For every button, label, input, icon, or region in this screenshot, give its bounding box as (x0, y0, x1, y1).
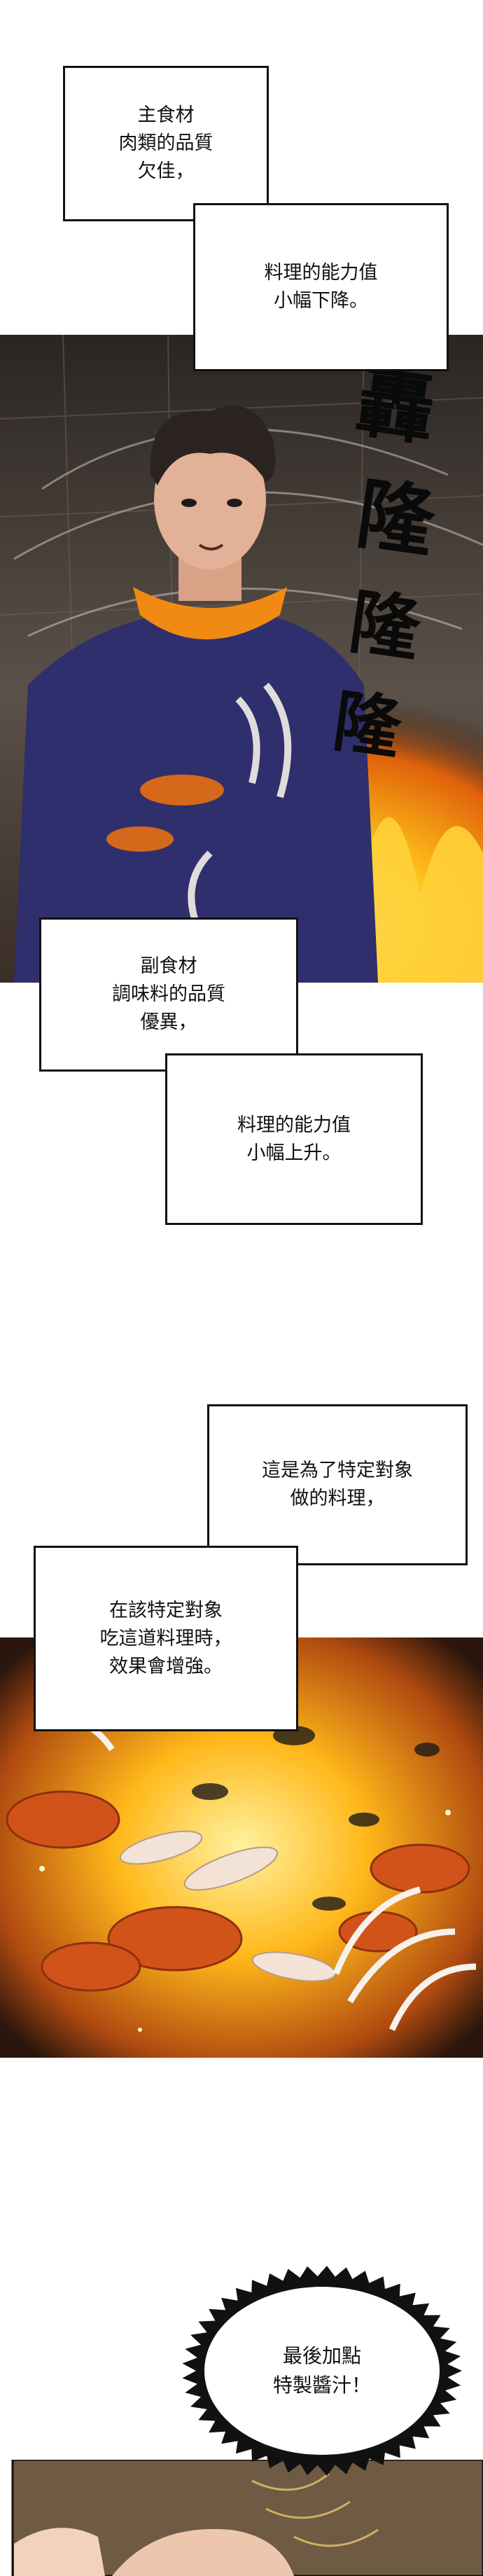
caption-line: 做的料理， (290, 1488, 385, 1509)
burst-fill (204, 2287, 440, 2455)
caption-line: 欠佳， (137, 160, 195, 182)
caption-line: 肉類的品質 (118, 132, 214, 154)
caption-line: 優異， (140, 1011, 197, 1033)
caption-line: 料理的能力值 (237, 1114, 351, 1136)
caption-line: 吃這道料理時， (99, 1627, 232, 1649)
caption-stat-down: 料理的能力值小幅下降。 (193, 203, 449, 371)
caption-line: 效果會增強。 (109, 1655, 223, 1677)
caption-line: 小幅上升。 (246, 1142, 342, 1164)
caption-effect-boost: 在該特定對象吃這道料理時， 效果會增強。 (34, 1546, 298, 1731)
caption-line: 調味料的品質 (112, 983, 225, 1005)
sfx-glyph-3: 隆 (344, 580, 426, 672)
pan-fire-illustration (0, 1637, 483, 2058)
panel-chef: 轟 隆 隆 隆 (0, 335, 483, 983)
caption-line: 副食材 (140, 955, 197, 977)
burst-line-2: 特製醬汁！ (272, 2374, 371, 2397)
caption-sub-ingredient: 副食材調味料的品質優異， (39, 917, 298, 1072)
caption-line: 這是為了特定對象 (262, 1460, 413, 1481)
panel-flaming-pan (0, 1637, 483, 2058)
caption-stat-up: 料理的能力值小幅上升。 (165, 1053, 423, 1225)
panel-sauce (0, 2460, 483, 2576)
caption-line: 主食材 (137, 104, 195, 126)
sauce-illustration (11, 2460, 483, 2576)
caption-line: 小幅下降。 (274, 290, 368, 312)
sfx-glyph-2: 隆 (351, 468, 442, 568)
caption-main-ingredient: 主食材肉類的品質欠佳， (63, 66, 269, 221)
sfx-glyph-4: 隆 (328, 681, 407, 768)
chef-illustration: 轟 隆 隆 隆 (0, 335, 483, 983)
caption-line: 在該特定對象 (109, 1599, 223, 1621)
caption-line: 料理的能力值 (264, 262, 378, 284)
burst-outline (182, 2266, 462, 2476)
spiky-speech-bubble: 最後加點 特製醬汁！ (178, 2262, 465, 2479)
sfx-glyph-1: 轟 (351, 356, 440, 456)
burst-line-1: 最後加點 (282, 2344, 361, 2367)
caption-specific-target: 這是為了特定對象做的料理， (207, 1404, 468, 1565)
burst-text: 最後加點 特製醬汁！ (178, 2262, 465, 2479)
